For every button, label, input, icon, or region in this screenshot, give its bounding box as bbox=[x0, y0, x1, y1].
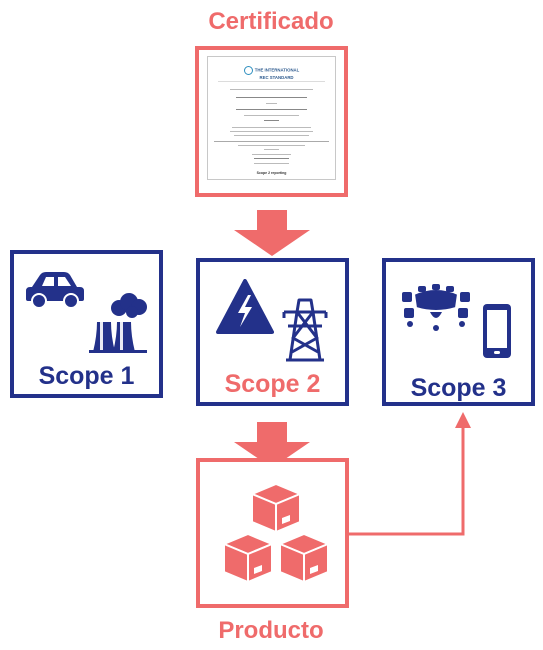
producto-label: Producto bbox=[218, 617, 324, 644]
boxes-icon bbox=[223, 483, 329, 583]
scope-3-box: Scope 3 bbox=[382, 258, 535, 406]
arrow-down-icon bbox=[234, 210, 310, 256]
scope-3-label: Scope 3 bbox=[410, 374, 507, 402]
scope-2-label: Scope 2 bbox=[224, 370, 321, 398]
brand-line-2: REC STANDARD bbox=[259, 75, 294, 80]
brand-line-1: THE INTERNATIONAL bbox=[254, 67, 300, 73]
producto-box bbox=[196, 458, 349, 608]
certificado-label: Certificado bbox=[208, 8, 334, 35]
scope-1-label: Scope 1 bbox=[38, 362, 135, 390]
scope-2-box: Scope 2 bbox=[196, 258, 349, 406]
rec-logo-icon bbox=[243, 66, 253, 75]
electricity-icon bbox=[216, 279, 274, 334]
certificate-document: THE INTERNATIONAL REC STANDARD Scope 2 r… bbox=[207, 56, 336, 180]
smartphone-icon bbox=[483, 304, 511, 358]
scope-1-box: Scope 1 bbox=[10, 250, 163, 398]
document-footer: Scope 2 reporting bbox=[256, 171, 287, 175]
connector-arrow bbox=[345, 412, 471, 536]
power-tower-icon bbox=[282, 298, 328, 362]
factory-icon bbox=[89, 293, 147, 353]
arrow-down-icon bbox=[234, 422, 310, 468]
document-text-lines bbox=[208, 85, 335, 169]
document-divider bbox=[218, 81, 325, 82]
meeting-table-icon bbox=[402, 284, 470, 331]
car-icon bbox=[26, 272, 84, 309]
certificate-brand: THE INTERNATIONAL REC STANDARD bbox=[208, 66, 335, 80]
